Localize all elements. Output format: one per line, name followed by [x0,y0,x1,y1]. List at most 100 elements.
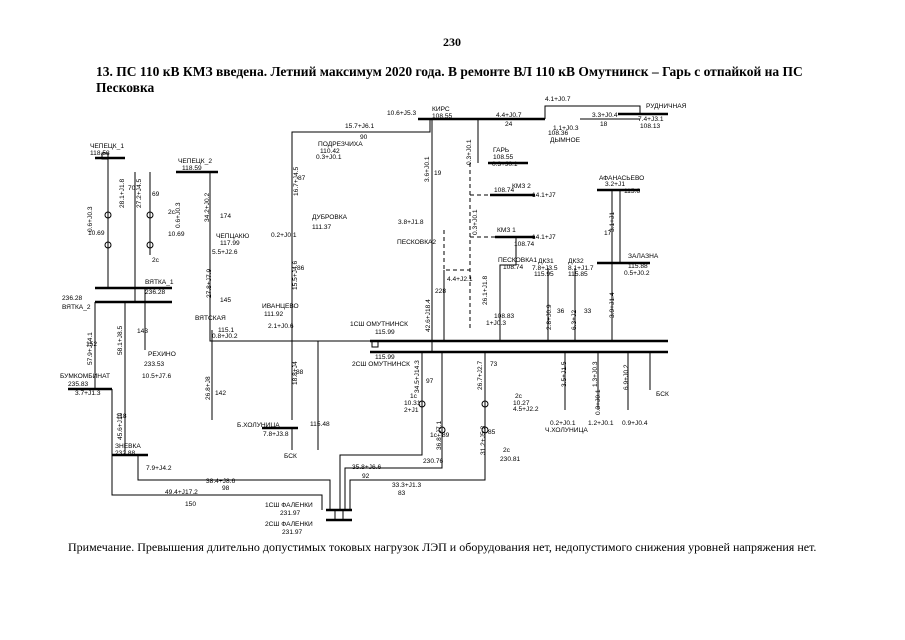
label-vyatskaya: ВЯТСКАЯ [195,315,226,322]
line-number: 19 [434,170,442,177]
page-number: 230 [443,35,461,49]
transformer-icon [438,426,446,434]
label-kholunitsa: Б.ХОЛУНИЦА [237,422,280,429]
flow-label: 1.1+J0.3 [553,125,579,132]
flow-label: 0.5+J0.2 [624,270,650,277]
trafo-label: 2c [515,393,523,400]
flow-label: 35.8+J6.6 [352,464,381,471]
line-number: 86 [297,265,305,272]
label-dubrovka-voltage: 111.37 [312,224,332,231]
line-number: 33 [584,308,592,315]
label-gar: ГАРЬ [493,147,509,154]
line-number: 17 [604,230,612,237]
label-faleki1: 1СШ ФАЛЕНКИ [265,502,313,509]
label-kirs-voltage: 108.55 [432,113,453,120]
transformer-icon [146,241,154,249]
label-peskovka2: ПЕСКОВКА2 [397,239,436,246]
flow-label: 0.6+J0.3 [175,202,182,228]
label-chepetsk-small-voltage: 117.99 [220,240,240,247]
transformer-icon [481,426,489,434]
flow-label: 2.8+J0.9 [546,304,553,330]
flow-label: 5.5+J2.6 [212,249,238,256]
flow-label: 3.1+J1 [609,212,616,232]
flow-label: 2+J1 [404,407,419,414]
label-kombinat-voltage: 235.83 [68,381,89,388]
flow-label: 26.8+J8 [205,376,212,400]
transformer-icon [104,211,112,219]
label-bsk-right: БСК [656,391,669,398]
line-98 [137,455,331,510]
transformer-icon [104,241,112,249]
flow-label: 1+J0.3 [486,320,506,327]
flow-label: 0.9+J0.4 [622,420,648,427]
line-90 [291,119,431,420]
flow-label: 0.3+J0.1 [466,139,473,165]
line-92 [344,352,443,510]
trafo-label: 1c [430,432,438,439]
line-number: 97 [426,378,434,385]
label-peskovka1-voltage: 108.74 [503,264,524,271]
line-number: 142 [215,390,226,397]
line-145 [209,302,370,342]
line-number: 150 [185,501,196,508]
transformer-icon [418,400,426,408]
line-number: 90 [360,134,368,141]
label-afanasevo: АФАНАСЬЕВО [599,175,644,182]
transformer-icon [481,400,489,408]
line-97 [339,352,423,510]
flow-label: 4.4+J0.7 [496,112,522,119]
line-number: 145 [220,297,231,304]
label-vyatka1-voltage: 236.28 [145,289,166,296]
label-omutninsk2-voltage: 115.99 [375,354,395,361]
flow-label: 6.3+J2 [571,310,578,330]
flow-label: 3.3+J0.4 [592,112,618,119]
flow-label: 45.6+J10 [117,412,124,440]
label-podrezchikha-voltage: 110.42 [320,148,340,155]
label-dymnoe-voltage: 108.36 [548,130,569,137]
label-zalazna-voltage: 115.88 [628,263,648,270]
flow-label: 27.2+J4.5 [136,179,143,208]
flow-label: 18.8+J4 [292,361,299,385]
flow-label: 38.4+J8.6 [206,478,235,485]
flow-label: 6.9+J0.2 [623,364,630,390]
label-chepetsk2: ЧЕПЕЦК_2 [178,158,212,165]
label-rekhino-voltage: 233.53 [144,361,165,368]
label-faleki1-voltage: 231.97 [280,510,301,517]
trafo-label: 10.31 [404,400,421,407]
label-vyatka1: ВЯТКА_1 [145,279,174,286]
line-number: 24 [505,121,513,128]
label-dubrovka: ДУБРОВКА [312,214,348,221]
flow-label: 36.8+J7.1 [436,421,443,450]
line-number: 87 [298,175,306,182]
flow-label: 28.1+J1.8 [119,179,126,208]
label-peskovka1: ПЕСКОВКА1 [498,257,537,264]
flow-label: 1.3+J0.3 [592,361,599,387]
line-number: 228 [435,288,446,295]
label-faleki2-voltage: 231.97 [282,529,303,536]
flow-label: 1.2+J0.1 [588,420,614,427]
label-rudnichnaya: РУДНИЧНАЯ [646,103,687,110]
flow-label: 34.2+J0.2 [204,193,211,222]
trafo-label: 10.69 [168,231,185,238]
trafo-label: 1c [410,393,418,400]
flow-label: 7.9+J4.2 [146,465,172,472]
line-dashed-peskovka2 [443,230,470,271]
flow-label: 34.5+J14.3 [414,360,421,393]
trafo-label: 10.27 [513,400,530,407]
flow-label: 15.5+J4.6 [292,261,299,290]
label-omutninsk1-voltage: 115.99 [375,329,395,336]
label-kirs: КИРС [432,106,450,113]
label-gar-voltage: 108.55 [493,154,514,161]
label-kmz1-voltage: 108.74 [514,241,535,248]
label-znevka-voltage: 232.88 [115,450,136,457]
flow-label: 3.2+J1 [605,181,625,188]
label-chepetsk-small: ЧЕПЦАКЮ [216,233,250,240]
flow-label: 0.3+J0.1 [316,154,342,161]
label-trafo-1c-voltage: 230.76 [423,458,444,465]
flow-label: 10.5+J7.6 [142,373,171,380]
line-number: 143 [137,328,148,335]
label-omutninsk1: 1СШ ОМУТНИНСК [350,321,408,328]
flow-label: 0.2+J0.1 [271,232,297,239]
flow-label: 58.1+J8.5 [117,326,124,355]
flow-label: 16.7+J4.5 [293,167,300,196]
